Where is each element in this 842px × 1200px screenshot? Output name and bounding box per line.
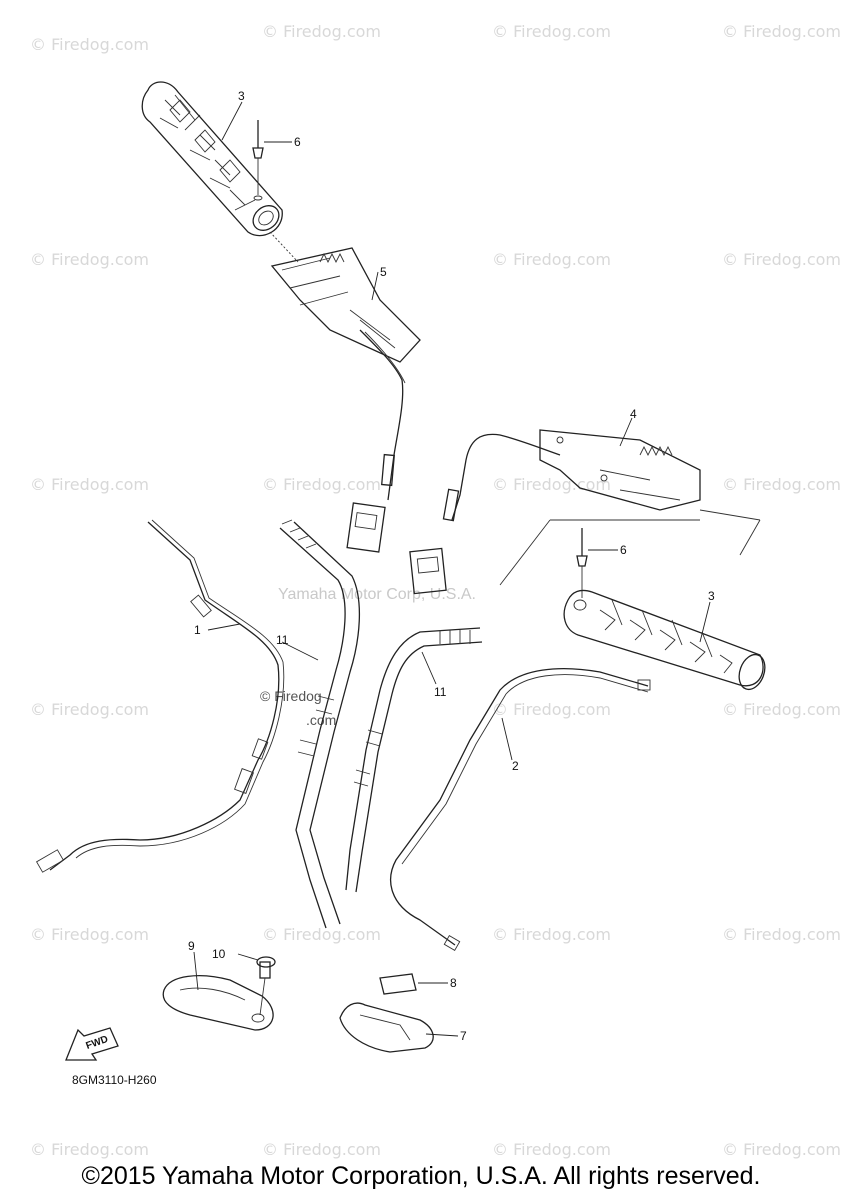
heater-wire-lower	[451, 433, 561, 521]
leader-line	[619, 417, 633, 447]
grip-left	[141, 81, 283, 237]
watermark: © Firedog.com	[492, 475, 611, 494]
watermark: © Firedog.com	[30, 925, 149, 944]
leader-line	[221, 101, 243, 141]
leader-line	[501, 717, 513, 761]
watermark: © Firedog.com	[262, 475, 381, 494]
cable-2	[390, 668, 651, 951]
leader-line	[699, 601, 711, 643]
cable-1	[35, 519, 285, 873]
watermark: © Firedog.com	[722, 250, 841, 269]
copyright-footer: ©2015 Yamaha Motor Corporation, U.S.A. A…	[81, 1162, 761, 1190]
leader-line	[425, 1033, 459, 1037]
fwd-arrow-icon: FWD	[65, 1027, 119, 1061]
callout-8: 8	[450, 976, 457, 990]
callout-6-lower: 6	[620, 543, 627, 557]
watermark: © Firedog.com	[492, 925, 611, 944]
diagram-code: 8GM3110-H260	[72, 1073, 157, 1087]
watermark: © Firedog.com	[30, 475, 149, 494]
watermark: © Firedog.com	[722, 1140, 841, 1159]
leader-line	[371, 271, 379, 301]
pin-upper	[252, 120, 264, 201]
center-firedog-watermark-suffix: .com	[306, 712, 337, 728]
leader-line	[207, 623, 241, 631]
callout-11: 11	[276, 633, 289, 647]
grip-right	[563, 589, 766, 691]
guard-9	[162, 975, 274, 1031]
callout-3: 3	[238, 89, 245, 103]
callout-9: 9	[188, 939, 195, 953]
connector-upper	[346, 502, 386, 553]
watermark: © Firedog.com	[262, 1140, 381, 1159]
leader-line	[193, 951, 199, 991]
bolt-10	[256, 956, 276, 1016]
watermark: © Firedog.com	[492, 22, 611, 41]
watermark: © Firedog.com	[262, 22, 381, 41]
grip-heater-upper	[270, 247, 421, 363]
callout-3-lower: 3	[708, 589, 715, 603]
connector-lower	[409, 547, 447, 595]
watermark: © Firedog.com	[492, 250, 611, 269]
center-watermark: Yamaha Motor Corp, U.S.A.	[278, 586, 476, 603]
watermark: © Firedog.com	[722, 925, 841, 944]
tube-11-right	[345, 627, 483, 893]
callout-2: 2	[512, 759, 519, 773]
watermark: © Firedog.com	[722, 22, 841, 41]
watermark: © Firedog.com	[722, 700, 841, 719]
watermark: © Firedog.com	[30, 35, 149, 54]
callout-11-right: 11	[434, 685, 447, 699]
pad-8	[379, 973, 417, 995]
callout-5: 5	[380, 265, 387, 279]
leader-line	[237, 953, 259, 961]
callout-1: 1	[194, 623, 201, 637]
watermark: © Firedog.com	[722, 475, 841, 494]
grip-heater-lower	[539, 429, 701, 511]
tube-11-left	[279, 519, 361, 929]
watermark: © Firedog.com	[492, 1140, 611, 1159]
callout-7: 7	[460, 1029, 467, 1043]
callout-4: 4	[630, 407, 637, 421]
heater-wire-upper	[359, 329, 404, 501]
center-firedog-watermark: © Firedog	[260, 688, 322, 704]
watermark: © Firedog.com	[30, 1140, 149, 1159]
pin-lower	[576, 528, 588, 598]
watermark: © Firedog.com	[30, 250, 149, 269]
cover-7	[339, 1002, 434, 1053]
watermark: © Firedog.com	[30, 700, 149, 719]
leader-line	[421, 651, 437, 685]
leader-line	[281, 641, 319, 661]
callout-6: 6	[294, 135, 301, 149]
callout-10: 10	[212, 947, 226, 961]
watermark: © Firedog.com	[492, 700, 611, 719]
watermark: © Firedog.com	[262, 925, 381, 944]
